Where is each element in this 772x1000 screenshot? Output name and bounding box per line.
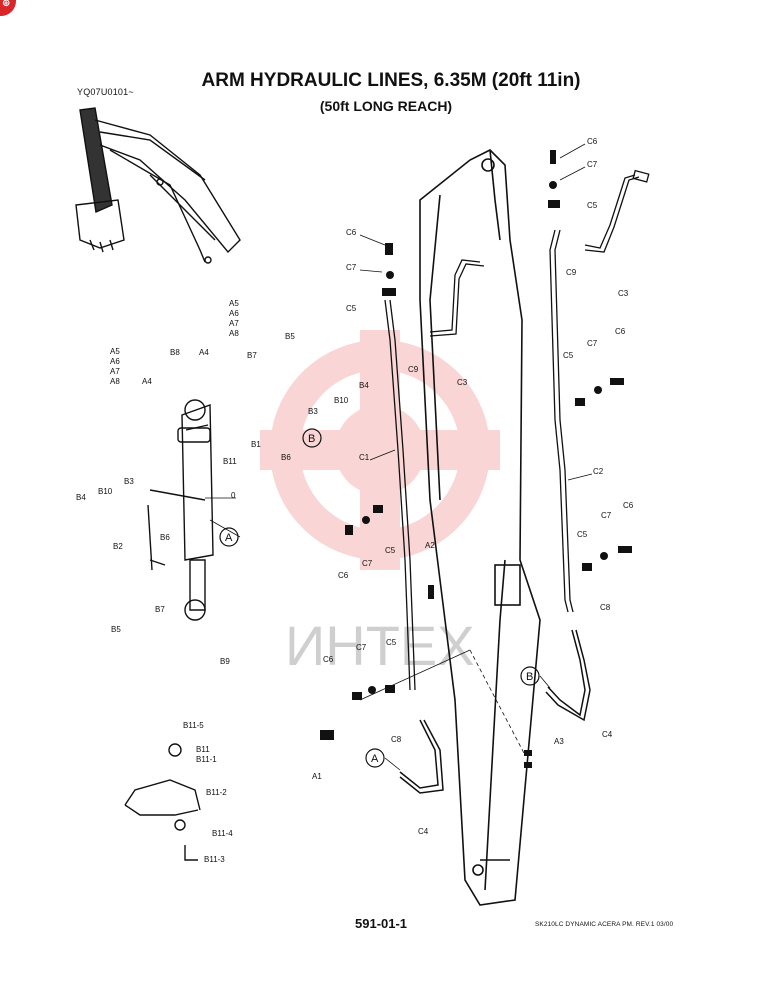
label-c6-top: C6 — [587, 137, 598, 146]
label-a6-left: A6 — [110, 357, 120, 366]
callout-letters: B A B A — [225, 433, 533, 765]
label-c5-mid: C5 — [346, 304, 357, 313]
label-a8: A8 — [229, 329, 239, 338]
label-b3-right: B3 — [308, 407, 318, 416]
label-c7-low: C7 — [356, 643, 367, 652]
label-a5-left: A5 — [110, 347, 120, 356]
label-c1: C1 — [359, 453, 370, 462]
label-c6-r2: C6 — [615, 327, 626, 336]
page-title: ARM HYDRAULIC LINES, 6.35M (20ft 11in) — [201, 70, 581, 91]
label-b6-top: B6 — [281, 453, 291, 462]
label-c6-mid: C6 — [346, 228, 357, 237]
callout-b-top: B — [308, 433, 315, 445]
callout-b-top-ring — [302, 428, 322, 448]
label-b3-left: B3 — [124, 477, 134, 486]
label-c5-low: C5 — [386, 638, 397, 647]
pipe-c3-c1 — [384, 259, 485, 691]
label-c7-r2: C7 — [587, 339, 598, 348]
label-c6-center: C6 — [338, 571, 349, 580]
label-b7-top: B7 — [247, 351, 257, 360]
label-a4-left: A4 — [142, 377, 152, 386]
callouts — [219, 428, 540, 768]
label-b11-k: B11 — [196, 745, 210, 754]
label-zero: 0 — [231, 491, 236, 500]
callout-a-mid: A — [225, 532, 233, 544]
fittings — [320, 150, 632, 768]
model-revision: SK210LC DYNAMIC ACERA PM. REV.1 03/00 — [535, 921, 674, 928]
label-c5-top: C5 — [587, 201, 598, 210]
cylinder-assembly — [147, 399, 214, 621]
label-a3: A3 — [554, 737, 564, 746]
label-b10-left: B10 — [98, 487, 113, 496]
label-a8-left: A8 — [110, 377, 120, 386]
label-b9: B9 — [220, 657, 230, 666]
watermark-logo — [260, 330, 500, 570]
label-b11: B11 — [223, 457, 237, 466]
label-c8-low: C8 — [391, 735, 402, 744]
callout-a-low-ring — [365, 748, 385, 768]
label-b11-4: B11-4 — [212, 829, 233, 838]
label-a4: A4 — [199, 348, 209, 357]
label-c5-r2: C5 — [563, 351, 574, 360]
label-b6-left: B6 — [160, 533, 170, 542]
label-b10-right: B10 — [334, 396, 349, 405]
label-c4-low: C4 — [418, 827, 429, 836]
label-b1: B1 — [251, 440, 261, 449]
label-a7-left: A7 — [110, 367, 120, 376]
label-c7-r3: C7 — [601, 511, 612, 520]
label-c5-center: C5 — [385, 546, 396, 555]
label-a6: A6 — [229, 309, 239, 318]
page-subtitle: (50ft LONG REACH) — [319, 98, 453, 114]
callout-b-right: B — [526, 671, 533, 683]
page-number: 591-01-1 — [355, 916, 408, 931]
label-b11-3: B11-3 — [204, 855, 225, 864]
callout-a-mid-ring — [219, 527, 239, 547]
pipe-c3-c2 — [549, 169, 650, 613]
label-b5-top: B5 — [285, 332, 295, 341]
label-c9-mid: C9 — [408, 365, 419, 374]
label-c3-mid: C3 — [457, 378, 468, 387]
label-c8-right: C8 — [600, 603, 611, 612]
callout-a-low: A — [371, 753, 379, 765]
label-b4-left: B4 — [76, 493, 86, 502]
label-c7-center: C7 — [362, 559, 373, 568]
label-c2: C2 — [593, 467, 604, 476]
drawing-code: YQ07U0101~ — [77, 87, 134, 97]
label-c6-r3: C6 — [623, 501, 634, 510]
label-b11-1: B11-1 — [196, 755, 217, 764]
label-b11-2: B11-2 — [206, 788, 227, 797]
part-labels: C6 C7 C5 C9 C3 C6 C7 C5 C9 C3 A5 A6 A7 A… — [76, 137, 634, 864]
hose-c4 — [399, 629, 591, 794]
label-c5-r3: C5 — [577, 530, 588, 539]
clamp-b11-detail — [124, 743, 201, 861]
leader-lines — [205, 143, 593, 771]
label-a7: A7 — [229, 319, 239, 328]
label-c7-top: C7 — [587, 160, 598, 169]
arm-body — [419, 149, 541, 906]
label-c6-low: C6 — [323, 655, 334, 664]
label-c9-right: C9 — [566, 268, 577, 277]
label-b8: B8 — [170, 348, 180, 357]
watermark-text: ИНТЕХ — [285, 614, 475, 677]
label-b5-left: B5 — [111, 625, 121, 634]
label-c4-right: C4 — [602, 730, 613, 739]
label-a2: A2 — [425, 541, 435, 550]
label-b4-right: B4 — [359, 381, 369, 390]
label-b11-5: B11-5 — [183, 721, 204, 730]
label-c7-mid: C7 — [346, 263, 357, 272]
label-b7-left: B7 — [155, 605, 165, 614]
label-a1: A1 — [312, 772, 322, 781]
label-a5: A5 — [229, 299, 239, 308]
label-b2: B2 — [113, 542, 123, 551]
badge-glyph: ⊕ — [2, 0, 11, 9]
excavator-sketch — [75, 107, 241, 264]
label-c3-right: C3 — [618, 289, 629, 298]
callout-b-right-ring — [520, 666, 540, 686]
